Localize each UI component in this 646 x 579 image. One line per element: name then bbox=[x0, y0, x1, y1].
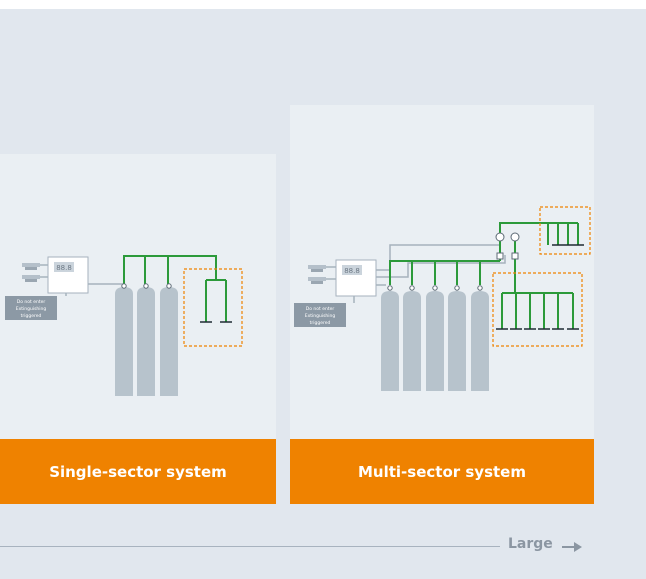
sign-line-3: triggered bbox=[21, 313, 42, 319]
single-sector-label: Single-sector system bbox=[0, 439, 276, 504]
control-panel-icon: 88.8 bbox=[335, 259, 377, 297]
smoke-detector-icon bbox=[308, 265, 326, 284]
sector-boundary-lower bbox=[492, 272, 583, 347]
single-sector-panel: 88.8 Do not enter Extinguishing triggere… bbox=[0, 154, 276, 504]
sign-line-2: Extinguishing bbox=[305, 313, 336, 319]
sign-line-1: Do not enter bbox=[306, 306, 335, 312]
single-sector-diagram: 88.8 Do not enter Extinguishing triggere… bbox=[5, 255, 243, 396]
diagram-canvas: 88.8 Do not enter Extinguishing triggere… bbox=[0, 9, 646, 579]
gas-cylinder-icon bbox=[381, 291, 489, 391]
sign-line-3: triggered bbox=[310, 320, 331, 326]
sign-line-2: Extinguishing bbox=[16, 306, 47, 312]
multi-sector-diagram: 88.8 Do not enter Extinguishing triggere… bbox=[294, 206, 591, 391]
control-panel-icon: 88.8 bbox=[47, 256, 89, 294]
control-panel-display: 88.8 bbox=[344, 267, 360, 275]
multi-sector-label: Multi-sector system bbox=[290, 439, 594, 504]
nozzle-icon bbox=[496, 244, 584, 330]
gas-cylinder-icon bbox=[115, 287, 178, 396]
sector-boundary-upper bbox=[539, 206, 591, 255]
extinguishing-pipe bbox=[123, 255, 227, 322]
size-axis-line bbox=[0, 546, 500, 547]
warning-sign: Do not enter Extinguishing triggered bbox=[5, 296, 57, 320]
warning-sign: Do not enter Extinguishing triggered bbox=[294, 303, 346, 327]
arrow-right-icon bbox=[562, 542, 582, 552]
selector-valve-icon bbox=[495, 232, 520, 260]
multi-sector-panel: 88.8 Do not enter Extinguishing triggere… bbox=[290, 105, 594, 504]
control-wire bbox=[326, 244, 506, 303]
sign-line-1: Do not enter bbox=[17, 299, 46, 305]
size-axis-label: Large bbox=[508, 536, 553, 552]
control-panel-display: 88.8 bbox=[56, 264, 72, 272]
smoke-detector-icon bbox=[22, 263, 40, 282]
sector-boundary bbox=[183, 268, 243, 347]
